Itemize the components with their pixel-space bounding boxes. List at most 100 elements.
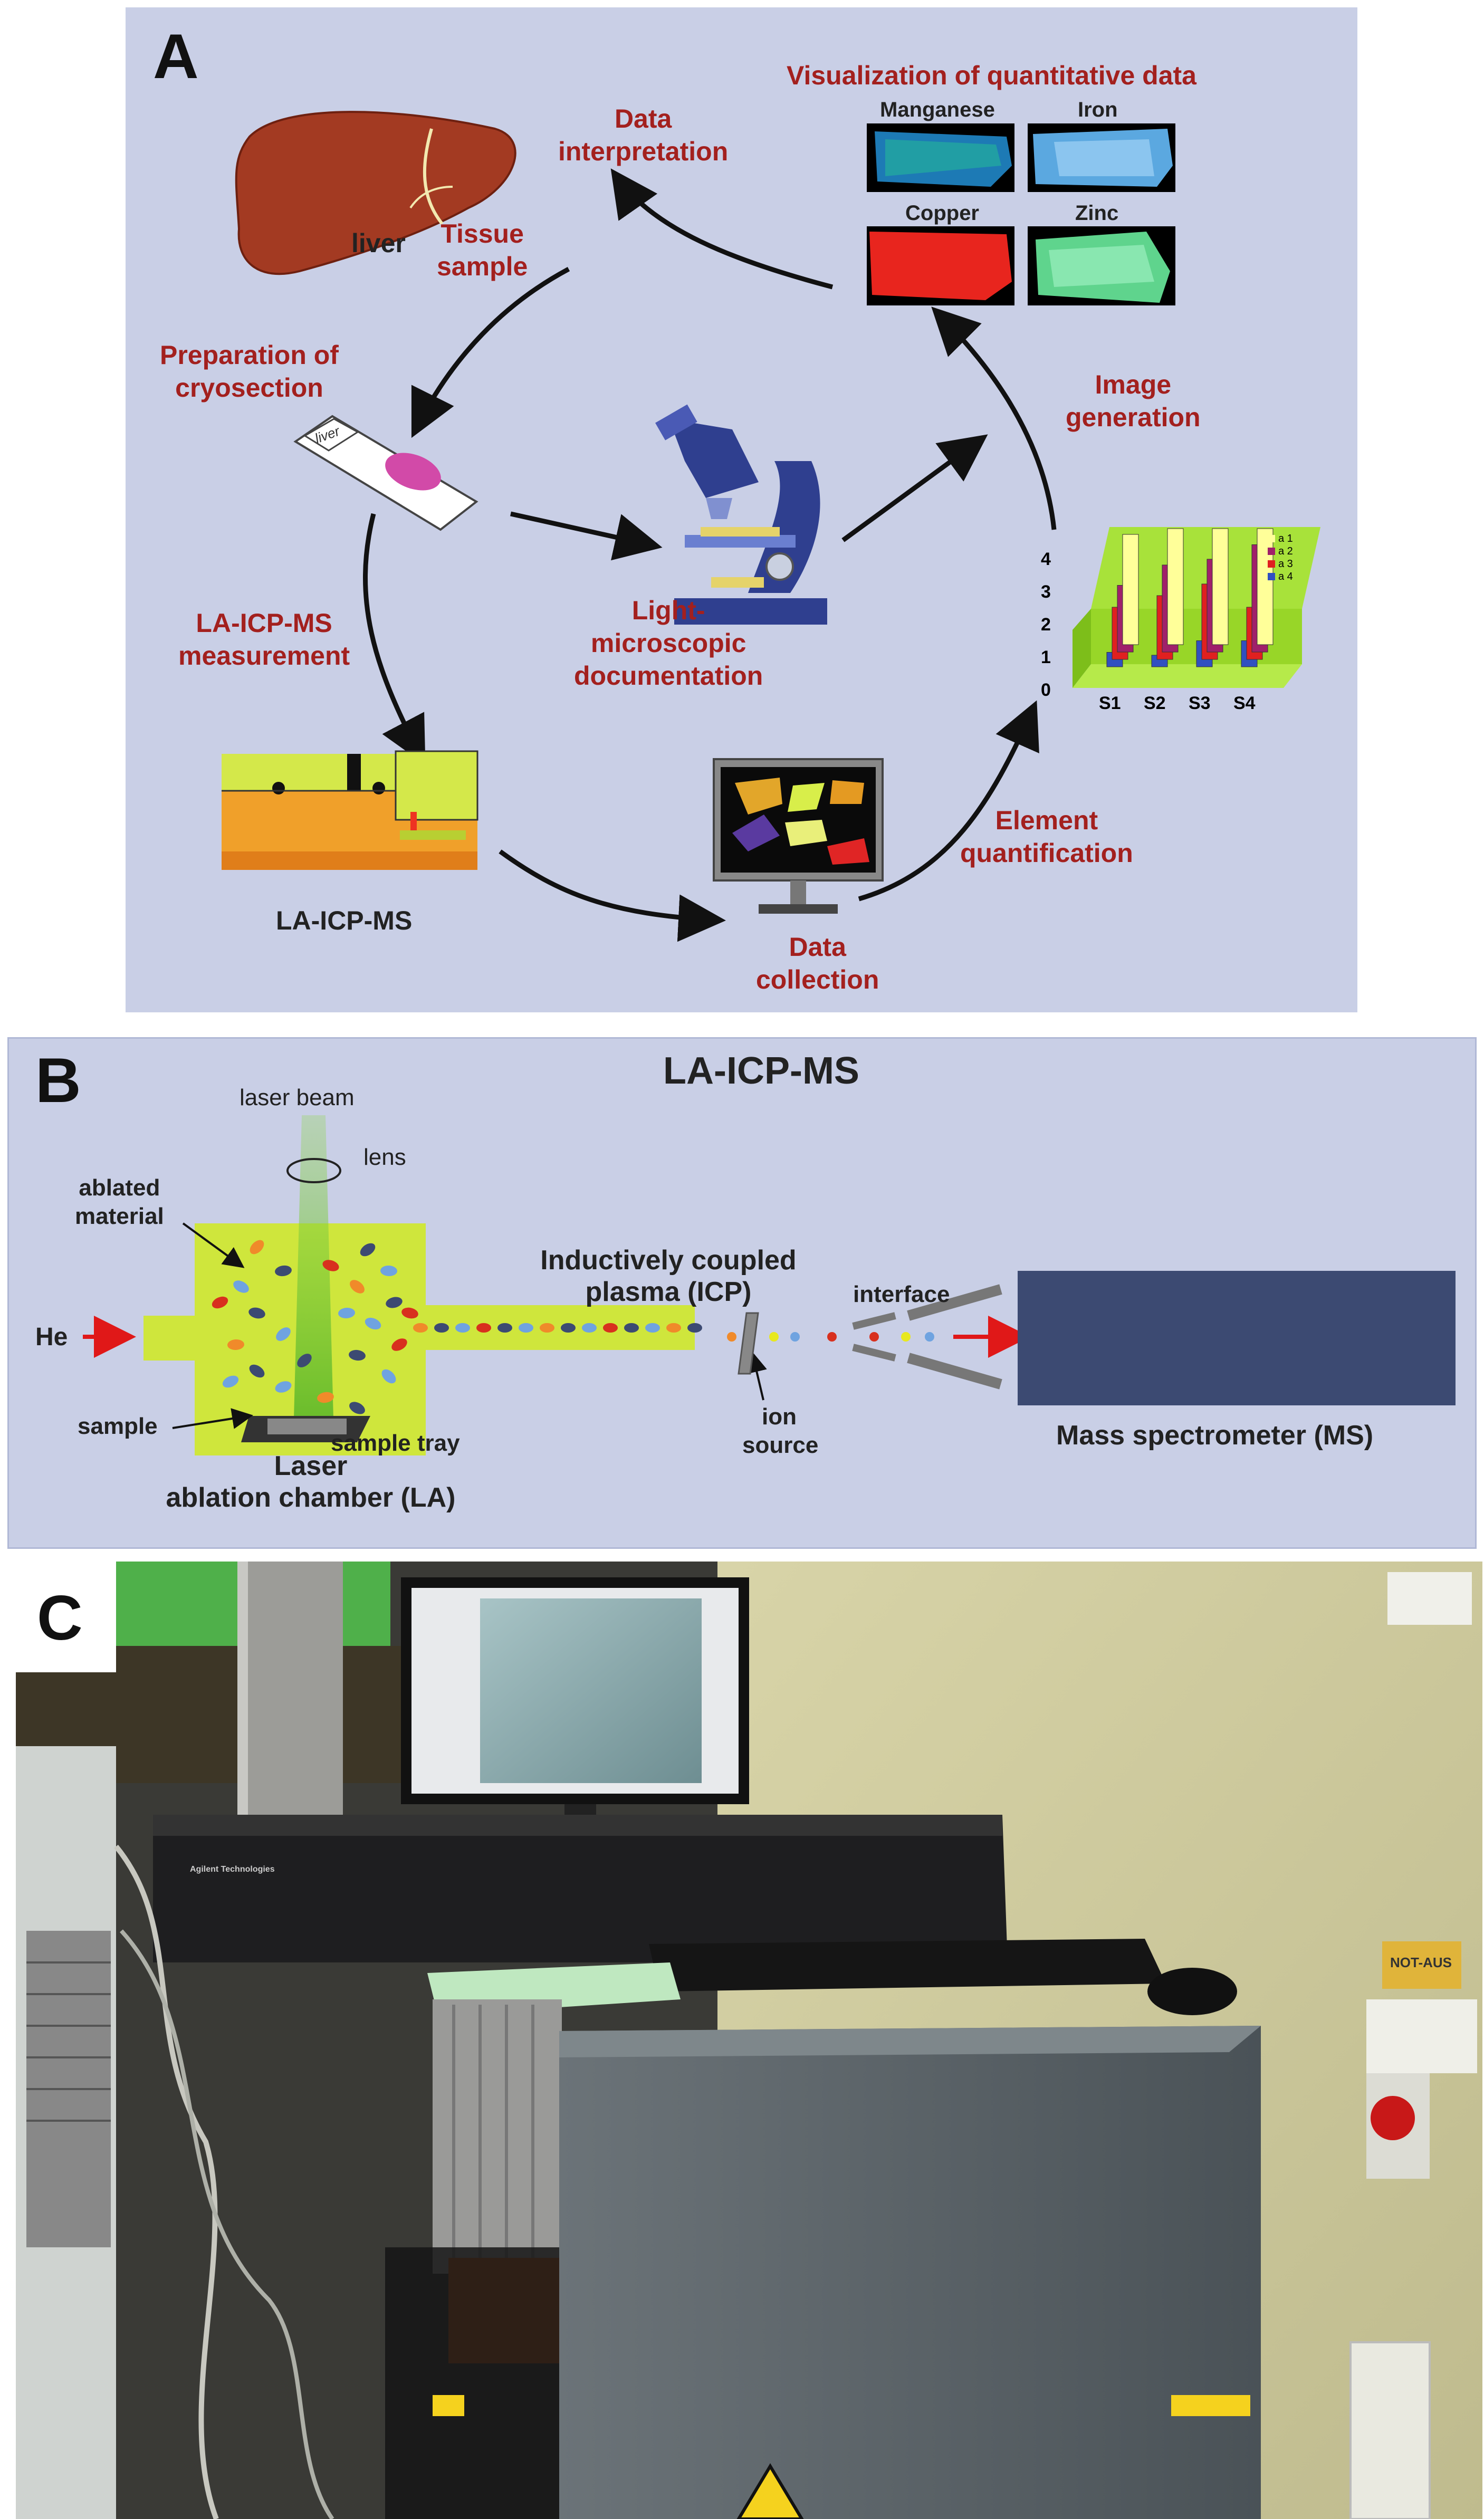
ablated-particle <box>222 1375 239 1388</box>
ablated-particle <box>350 1280 365 1294</box>
measurement-line-2: measurement <box>178 641 350 671</box>
ion-dot <box>827 1332 837 1342</box>
image-generation-line-2: generation <box>1066 403 1201 432</box>
tissue-sample-label: Tissue sample <box>437 217 528 283</box>
chamber-line-1: Laser <box>274 1451 348 1481</box>
chamber-line-2: ablation chamber (LA) <box>166 1482 456 1513</box>
arrow-instrument-to-collection <box>499 849 726 942</box>
ion-dot <box>769 1332 779 1342</box>
chart-bar <box>1167 528 1184 645</box>
lens-label: lens <box>363 1144 406 1170</box>
chart-y-tick: 1 <box>1041 647 1051 667</box>
chart-bar <box>1257 528 1274 645</box>
tube-particle <box>624 1323 639 1333</box>
cryosection-slide: liver <box>293 415 478 531</box>
ablated-particle <box>391 1338 407 1351</box>
measurement-line-1: LA-ICP-MS <box>196 608 332 638</box>
ablated-particle <box>248 1307 265 1319</box>
light-microscopic-label: Light- microscopic documentation <box>574 594 763 692</box>
tube-particle <box>476 1323 491 1333</box>
chart-category-label: S2 <box>1144 693 1166 713</box>
data-collection-line-1: Data <box>789 932 846 962</box>
ablated-particle <box>275 1381 292 1393</box>
icp-label: Inductively coupled plasma (ICP) <box>537 1244 800 1308</box>
microscope-illustration <box>655 404 827 625</box>
ablated-particle <box>212 1296 228 1309</box>
tissue-sample-line-1: Tissue <box>441 219 524 248</box>
image-generation-line-1: Image <box>1095 370 1172 399</box>
arrow-chart-to-viz <box>931 307 1057 530</box>
interface-cone-1 <box>852 1312 896 1330</box>
arrow-viz-to-interpretation <box>610 168 834 290</box>
element-map-copper <box>867 226 1014 305</box>
preparation-label: Preparation of cryosection <box>160 339 339 404</box>
panel-c-letter: C <box>37 1583 83 1653</box>
brand-label: Agilent Technologies <box>190 1865 275 1874</box>
ion-dot <box>869 1332 879 1342</box>
chamber-label: Laser ablation chamber (LA) <box>158 1450 464 1514</box>
light-microscopic-line-2: microscopic <box>590 628 746 658</box>
preparation-line-1: Preparation of <box>160 340 339 370</box>
sample-label: sample <box>78 1413 158 1439</box>
element-map-manganese <box>867 123 1014 192</box>
chart-legend-swatch <box>1268 560 1275 568</box>
ion-dot <box>727 1332 736 1342</box>
ion-source-line-2: source <box>742 1432 819 1458</box>
ablated-particle <box>380 1265 397 1277</box>
ablated-particle <box>349 1349 366 1361</box>
data-interpretation-line-1: Data <box>614 104 672 133</box>
arrow-collection-to-chart <box>858 700 1039 902</box>
panel-b: B LA-ICP-MS laser beam lens ablated mate… <box>7 1037 1477 1549</box>
interface-cone-4 <box>907 1353 1002 1390</box>
ablated-particles <box>212 1240 418 1414</box>
element-quantification-label: Element quantification <box>960 804 1133 869</box>
tube-particle <box>603 1323 618 1333</box>
data-interpretation-label: Data interpretation <box>558 102 728 168</box>
interface-cone-2 <box>852 1344 896 1362</box>
liver-label: liver <box>351 228 406 258</box>
panel-a-graphics: liver <box>222 111 1320 942</box>
lab-photo <box>16 1562 1482 2519</box>
panel-a-letter: A <box>153 21 199 92</box>
element-map-iron <box>1028 123 1175 192</box>
icp-line-2: plasma (ICP) <box>585 1277 752 1307</box>
chart-legend-swatch <box>1268 548 1275 555</box>
chart-legend-swatch <box>1268 573 1275 580</box>
panel-b-graphics <box>83 1115 1456 1455</box>
ablated-particle <box>349 1402 365 1414</box>
tube-particle <box>519 1323 533 1333</box>
ablated-particle <box>250 1240 264 1254</box>
ion-source-plate <box>738 1312 759 1375</box>
visualization-title: Visualization of quantitative data <box>787 61 1196 90</box>
chart-category-label: S4 <box>1233 693 1256 713</box>
not-aus-label: NOT-AUS <box>1390 1955 1452 1970</box>
instrument-label: LA-ICP-MS <box>276 906 413 935</box>
ablated-particle <box>249 1364 265 1378</box>
ablated-material-label: ablated material <box>75 1174 164 1231</box>
tube-particle <box>455 1323 470 1333</box>
data-collection-monitor <box>713 758 884 914</box>
ablated-particle <box>275 1265 292 1277</box>
sample-pointer <box>172 1408 253 1429</box>
sample-shape <box>267 1419 347 1434</box>
chart-category-label: S3 <box>1189 693 1211 713</box>
ablated-particle <box>233 1280 249 1293</box>
panel-a: liver <box>126 7 1357 1012</box>
chart-category-label: S1 <box>1099 693 1121 713</box>
panel-b-letter: B <box>35 1045 81 1116</box>
tube-particle <box>434 1323 449 1333</box>
chart-y-tick: 0 <box>1041 680 1051 700</box>
laser-beam <box>294 1115 333 1419</box>
ablated-particle <box>227 1339 244 1351</box>
ablated-particle <box>276 1327 291 1341</box>
ion-source-line-1: ion <box>762 1404 797 1430</box>
tube-particle <box>645 1323 660 1333</box>
interface-cone-3 <box>907 1284 1002 1321</box>
element-quantification-line-2: quantification <box>960 838 1133 868</box>
ablated-particle <box>386 1297 403 1308</box>
ablation-chamber <box>143 1223 695 1455</box>
element-quantification-line-1: Element <box>995 806 1098 835</box>
ablated-particle <box>381 1369 396 1384</box>
interface-label: interface <box>853 1281 950 1307</box>
